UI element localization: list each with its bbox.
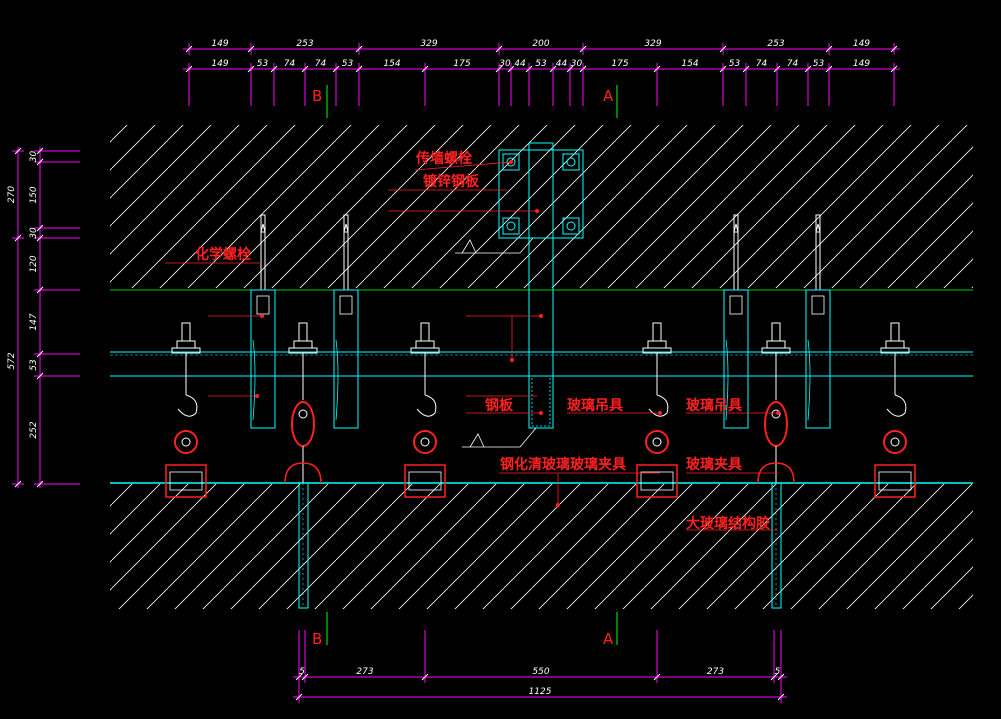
top-dim-row1-text: 149 bbox=[211, 39, 228, 49]
left-dim-outer-text: 572 bbox=[7, 352, 17, 369]
top-dim-row2-text: 74 bbox=[284, 59, 296, 69]
left-dim-inner-text: 53 bbox=[29, 359, 39, 371]
hatch-lower-slab bbox=[110, 484, 973, 609]
top-dimension-lines: 149 253 329 200 329 253 149 149 53 74 74 53 154 175 30… bbox=[183, 39, 900, 106]
glass-pane-right bbox=[771, 482, 782, 609]
top-dim-row1-text: 329 bbox=[644, 39, 661, 49]
glass-clamp-assembly bbox=[757, 322, 795, 484]
section-mark-a-bottom: A bbox=[603, 612, 618, 648]
left-dim-inner-text: 30 bbox=[29, 151, 39, 163]
label-glass-hanger-2: 玻璃吊具 bbox=[686, 397, 742, 414]
label-glass-structure-adhesive: 大玻璃结构胶 bbox=[686, 515, 770, 532]
weld-symbol-upper bbox=[455, 237, 534, 254]
left-dim-inner-text: 252 bbox=[29, 421, 39, 438]
label-through-bolt: 传墙螺栓 bbox=[415, 150, 472, 167]
top-dim-row2-text: 53 bbox=[257, 59, 269, 69]
leader-dots bbox=[255, 160, 780, 507]
top-dim-row2-text: 44 bbox=[514, 59, 526, 69]
bottom-dim-text: 273 bbox=[707, 667, 724, 677]
top-dim-row2-text: 175 bbox=[611, 59, 628, 69]
leader-lines bbox=[165, 161, 778, 531]
top-dim-row2-text: 74 bbox=[315, 59, 327, 69]
top-dim-row2-text: 149 bbox=[853, 59, 870, 69]
left-dim-inner-text: 150 bbox=[29, 186, 39, 203]
top-dim-row2-text: 74 bbox=[787, 59, 799, 69]
left-dimension-lines: 270 572 30 150 30 120 147 53 252 bbox=[7, 147, 80, 488]
section-mark-a-top: A bbox=[603, 85, 618, 118]
top-dim-row1-text: 253 bbox=[296, 39, 313, 49]
top-dim-row2-text: 53 bbox=[729, 59, 741, 69]
glass-clamp-assembly bbox=[284, 322, 322, 484]
chemical-bolt-bracket bbox=[333, 214, 359, 429]
section-b-top-label: B bbox=[312, 87, 322, 105]
glass-pane-left bbox=[298, 482, 309, 609]
top-dim-row1-text: 200 bbox=[532, 39, 549, 49]
chemical-bolt-bracket bbox=[250, 214, 276, 429]
left-dim-inner-text: 120 bbox=[29, 255, 39, 272]
glass-hanger-hook bbox=[874, 322, 916, 498]
top-dim-row2-text: 53 bbox=[535, 59, 547, 69]
weld-symbol-lower bbox=[462, 427, 537, 448]
top-dim-row2-text: 53 bbox=[813, 59, 825, 69]
top-dim-row2-text: 154 bbox=[383, 59, 400, 69]
hanger-group bbox=[165, 322, 916, 498]
label-chemical-bolt: 化学螺栓 bbox=[195, 246, 251, 263]
label-glass-clamp: 玻璃夹具 bbox=[686, 456, 742, 473]
top-dim-row2-text: 74 bbox=[756, 59, 768, 69]
top-dim-row2-text: 44 bbox=[556, 59, 568, 69]
label-steel-plate: 钢板 bbox=[485, 397, 514, 414]
section-a-bottom-label: A bbox=[603, 630, 614, 648]
bottom-dim-text: 5 bbox=[775, 667, 781, 677]
bottom-dim-text: 550 bbox=[532, 667, 549, 677]
section-b-bottom-label: B bbox=[312, 630, 322, 648]
left-dim-inner-text: 30 bbox=[29, 227, 39, 239]
top-dim-row1-text: 149 bbox=[853, 39, 870, 49]
bottom-dim-text: 273 bbox=[356, 667, 373, 677]
label-glass-hanger-1: 玻璃吊具 bbox=[567, 397, 623, 414]
top-dim-row2-text: 154 bbox=[681, 59, 698, 69]
bottom-dim-total-text: 1125 bbox=[529, 687, 552, 697]
chemical-bolt-bracket bbox=[723, 214, 749, 429]
top-dim-row2-text: 149 bbox=[211, 59, 228, 69]
top-dim-row1-text: 253 bbox=[767, 39, 784, 49]
chemical-bolt-bracket bbox=[805, 214, 831, 429]
left-dim-inner-text: 147 bbox=[29, 313, 39, 330]
glass-hanger-hook bbox=[165, 322, 207, 498]
section-mark-b-top: B bbox=[312, 85, 328, 118]
label-galvanized-plate: 镀锌钢板 bbox=[423, 173, 480, 190]
central-steel-plate bbox=[498, 142, 584, 429]
section-a-top-label: A bbox=[603, 87, 614, 105]
bottom-dim-text: 5 bbox=[299, 667, 305, 677]
label-tempered-glass-clamp: 钢化清玻璃玻璃夹具 bbox=[500, 456, 626, 473]
top-dim-row2-text: 53 bbox=[342, 59, 354, 69]
glass-hanger-hook bbox=[404, 322, 446, 498]
hatch-upper-slab bbox=[110, 125, 973, 288]
section-mark-b-bottom: B bbox=[312, 612, 328, 648]
bottom-dimension-lines: 5 273 550 273 5 1125 bbox=[293, 630, 787, 703]
top-dim-row2-text: 30 bbox=[499, 59, 511, 69]
bracket-group bbox=[250, 214, 831, 429]
glass-hanger-hook bbox=[636, 322, 678, 498]
top-dim-row1-text: 329 bbox=[420, 39, 437, 49]
top-dim-row2-text: 175 bbox=[453, 59, 470, 69]
left-dim-outer-text: 270 bbox=[7, 186, 17, 203]
top-dim-row2-text: 30 bbox=[571, 59, 583, 69]
